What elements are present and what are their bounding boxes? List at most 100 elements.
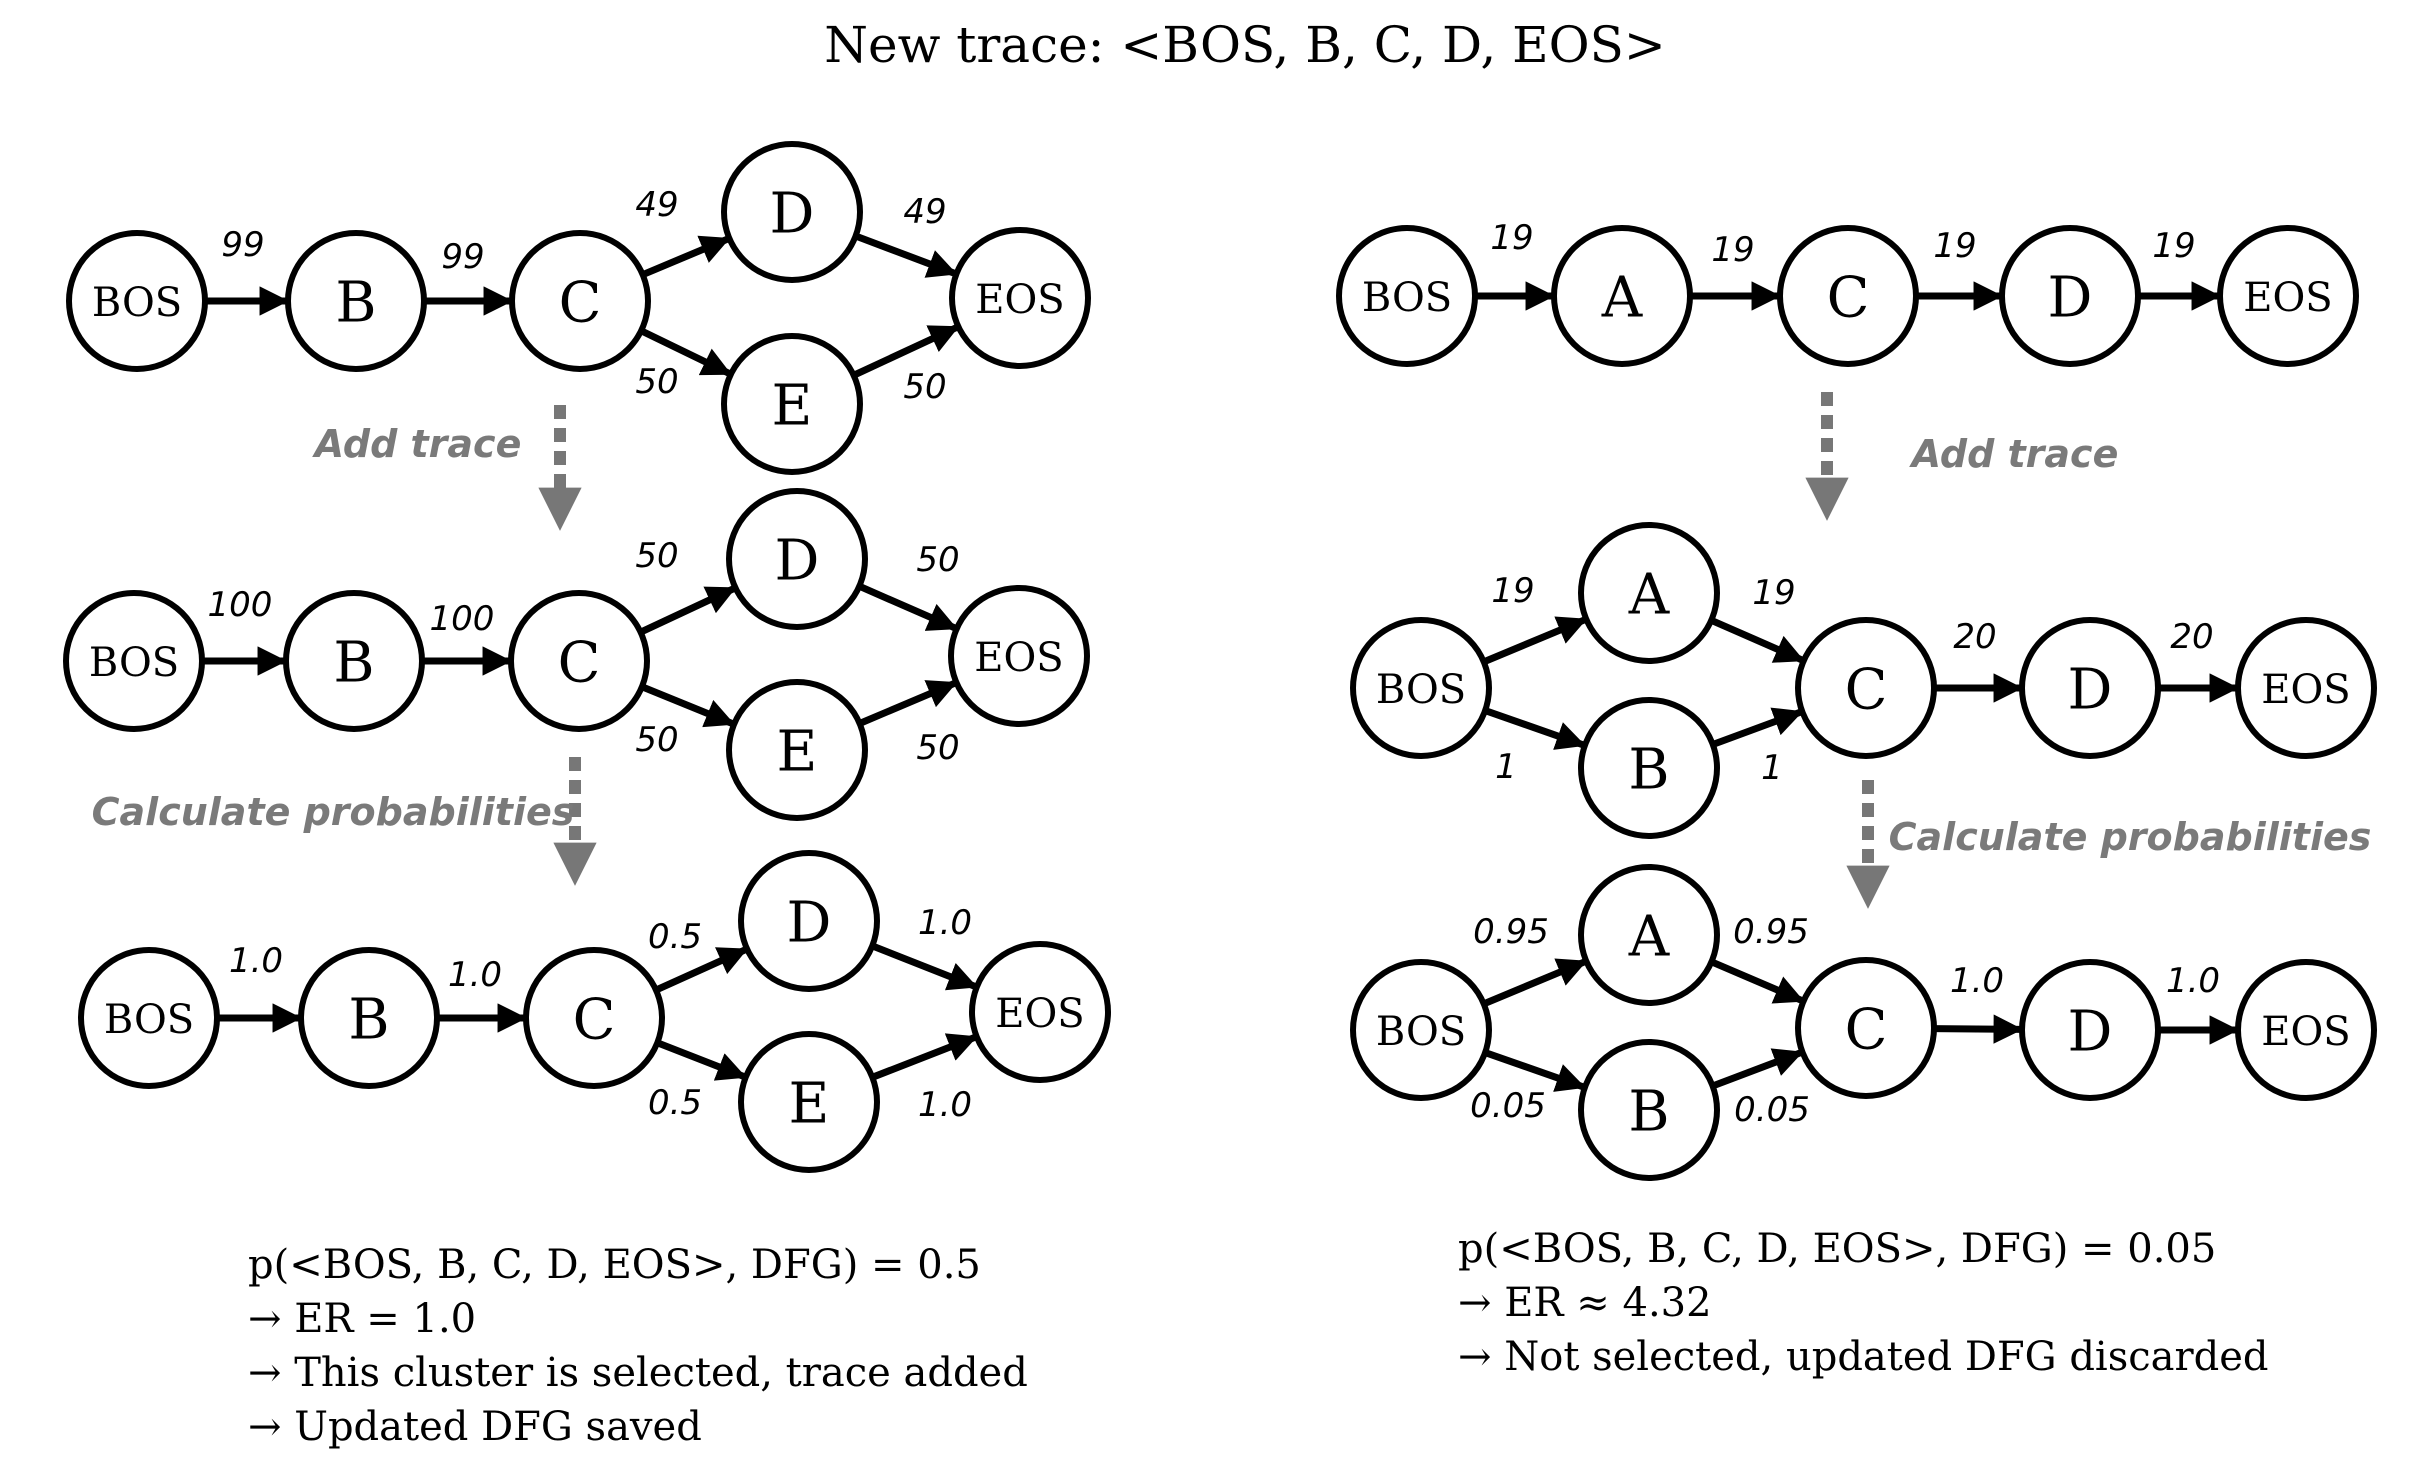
node-label: B: [1628, 738, 1669, 803]
node-label: EOS: [2261, 667, 2350, 713]
node-a: A: [1578, 522, 1720, 664]
edge-e-eos: [858, 680, 958, 727]
node-b: B: [285, 230, 427, 372]
node-label: C: [1845, 658, 1888, 723]
node-label: C: [559, 271, 602, 336]
node-eos: EOS: [949, 227, 1091, 369]
edge-e-eos: [871, 1033, 978, 1081]
edge-bos-a: [1482, 958, 1588, 1008]
edge-d-eos: [870, 942, 978, 991]
node-circle: [285, 230, 427, 372]
node-circle: [1578, 864, 1720, 1006]
node-circle: [1578, 522, 1720, 664]
edge-weight-label: 1.0: [2166, 961, 2220, 1001]
left-result-line: → This cluster is selected, trace added: [248, 1350, 1028, 1396]
edge-c-d: [654, 946, 748, 994]
edge-weight-label: 19: [1933, 226, 1976, 266]
node-circle: [721, 141, 863, 283]
node-a: A: [1578, 864, 1720, 1006]
edge-weight-label: 19: [1711, 230, 1754, 270]
edge-weight-label: 100: [208, 585, 273, 625]
edge-weight-label: 50: [635, 720, 678, 760]
edge-weight-label: 0.5: [648, 1083, 702, 1123]
edge-weight-label: 1: [1495, 747, 1517, 787]
node-circle: [283, 590, 425, 732]
edge-c-e: [639, 327, 732, 377]
node-circle: [63, 590, 205, 732]
node-label: A: [1601, 266, 1643, 331]
node-bos: BOS: [1336, 225, 1478, 367]
node-e: E: [738, 1031, 880, 1173]
node-label: D: [787, 891, 832, 956]
node-label: D: [770, 182, 815, 247]
edge-c-e: [656, 1039, 747, 1081]
node-bos: BOS: [1350, 617, 1492, 759]
node-label: C: [1827, 266, 1870, 331]
edge-e-eos: [852, 324, 960, 379]
node-label: EOS: [2261, 1009, 2350, 1055]
node-c: C: [509, 230, 651, 372]
right-calc-label: Calculate probabilities: [1889, 815, 2372, 859]
left-result-line: → ER = 1.0: [248, 1296, 476, 1342]
node-label: C: [573, 988, 616, 1053]
node-circle: [948, 585, 1090, 727]
node-bos: BOS: [66, 230, 208, 372]
edge-weight-label: 0.05: [1470, 1086, 1546, 1126]
edge-c-d: [641, 235, 731, 278]
node-b: B: [1578, 697, 1720, 839]
node-e: E: [726, 679, 868, 821]
node-circle: [2235, 617, 2377, 759]
node-label: D: [775, 529, 820, 594]
edge-weight-label: 49: [635, 185, 678, 225]
node-e: E: [721, 333, 863, 475]
edge-weight-label: 100: [430, 599, 495, 639]
edge-weight-label: 20: [2170, 617, 2213, 657]
node-c: C: [1795, 617, 1937, 759]
node-bos: BOS: [63, 590, 205, 732]
diagram-title: New trace: <BOS, B, C, D, EOS>: [824, 16, 1666, 74]
node-label: A: [1628, 563, 1670, 628]
node-label: EOS: [995, 991, 1084, 1037]
edge-weight-label: 99: [221, 225, 264, 265]
node-label: B: [333, 631, 374, 696]
edge-d-eos: [854, 232, 958, 278]
edge-bos-a: [1482, 616, 1588, 666]
node-label: B: [1628, 1080, 1669, 1145]
edge-a-c: [1709, 617, 1805, 664]
node-circle: [1795, 957, 1937, 1099]
edge-weight-label: 50: [635, 536, 678, 576]
right-result-line: → ER ≈ 4.32: [1458, 1280, 1712, 1326]
node-label: C: [1845, 998, 1888, 1063]
node-d: D: [1999, 225, 2141, 367]
node-circle: [726, 679, 868, 821]
edge-weight-label: 99: [441, 237, 484, 277]
right-result: p(<BOS, B, C, D, EOS>, DFG) = 0.05 → ER …: [1458, 1226, 2269, 1380]
edge-a-c: [1710, 958, 1805, 1004]
left-add-trace-label: Add trace: [312, 422, 522, 466]
node-circle: [509, 230, 651, 372]
node-label: BOS: [1376, 667, 1466, 713]
node-label: E: [777, 720, 818, 785]
edge-weight-label: 50: [916, 728, 959, 768]
node-label: D: [2068, 1000, 2113, 1065]
node-c: C: [523, 947, 665, 1089]
node-label: A: [1628, 905, 1670, 970]
node-eos: EOS: [969, 941, 1111, 1083]
edge-weight-label: 50: [635, 362, 678, 402]
node-d: D: [2019, 617, 2161, 759]
edge-weight-label: 1.0: [448, 955, 502, 995]
node-circle: [523, 947, 665, 1089]
node-d: D: [726, 488, 868, 630]
node-label: BOS: [92, 280, 182, 326]
node-eos: EOS: [2235, 959, 2377, 1101]
node-label: D: [2068, 658, 2113, 723]
node-label: BOS: [1362, 275, 1452, 321]
node-label: BOS: [89, 640, 179, 686]
right-result-line: p(<BOS, B, C, D, EOS>, DFG) = 0.05: [1458, 1226, 2216, 1272]
